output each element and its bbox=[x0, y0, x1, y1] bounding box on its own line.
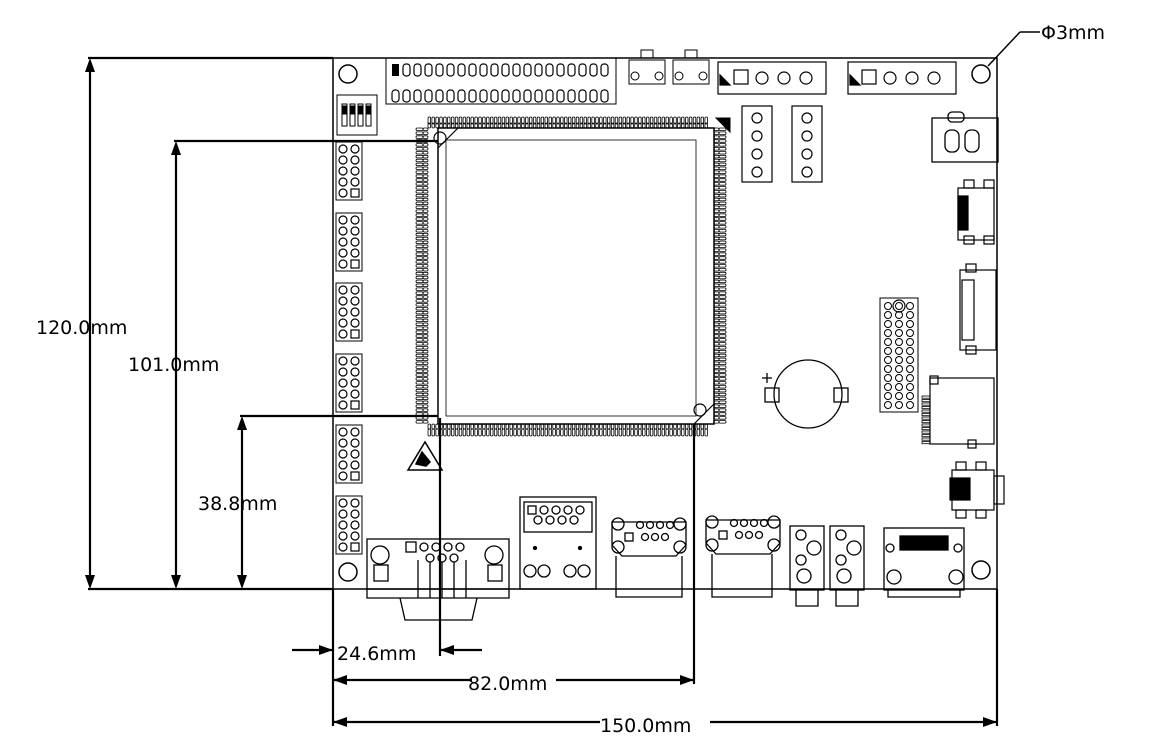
hole-leader bbox=[987, 31, 1040, 67]
left-side-headers bbox=[335, 141, 363, 555]
dimension-arrows bbox=[85, 58, 997, 727]
dimension-label-120: 120.0mm bbox=[36, 317, 127, 339]
dimension-label-82: 82.0mm bbox=[468, 673, 547, 695]
chip-fiducial-top bbox=[433, 131, 447, 145]
top-header-connector bbox=[385, 57, 617, 105]
hole-diameter-label: Φ3mm bbox=[1041, 22, 1105, 44]
rj45-connector bbox=[519, 496, 597, 590]
mounting-hole-bottom-left bbox=[338, 562, 358, 582]
display-connector-2 bbox=[705, 515, 781, 598]
audio-jacks bbox=[789, 525, 865, 607]
dimension-label-38-8: 38.8mm bbox=[198, 493, 277, 515]
power-jack bbox=[931, 111, 999, 163]
top-4pin-connectors bbox=[717, 61, 957, 95]
main-chip bbox=[433, 117, 731, 425]
mounting-hole-top-right bbox=[971, 64, 991, 84]
bottom-right-connector bbox=[883, 527, 965, 598]
chip-fiducial-bottom bbox=[693, 403, 707, 417]
esd-warning-icon bbox=[406, 440, 444, 471]
sd-card-slot bbox=[921, 375, 995, 449]
mounting-hole-top-left bbox=[338, 64, 358, 84]
vertical-connectors bbox=[741, 105, 823, 183]
grid-connector bbox=[879, 297, 919, 413]
mounting-hole-bottom-right bbox=[971, 560, 991, 580]
dimension-label-150: 150.0mm bbox=[600, 715, 691, 737]
dip-switch bbox=[336, 94, 378, 136]
db9-connector bbox=[366, 538, 510, 621]
tactile-switches bbox=[628, 49, 710, 85]
dimension-lines bbox=[88, 56, 999, 726]
battery-holder bbox=[762, 359, 849, 429]
mounting-holes bbox=[338, 64, 991, 582]
dimension-label-24-6: 24.6mm bbox=[337, 643, 416, 665]
board-outline bbox=[332, 57, 998, 590]
horizontal-dimension-lines bbox=[292, 648, 997, 724]
dimension-label-101: 101.0mm bbox=[128, 354, 219, 376]
usb-connectors bbox=[957, 179, 997, 355]
display-connector-1 bbox=[611, 517, 687, 598]
right-switch bbox=[949, 461, 1005, 519]
